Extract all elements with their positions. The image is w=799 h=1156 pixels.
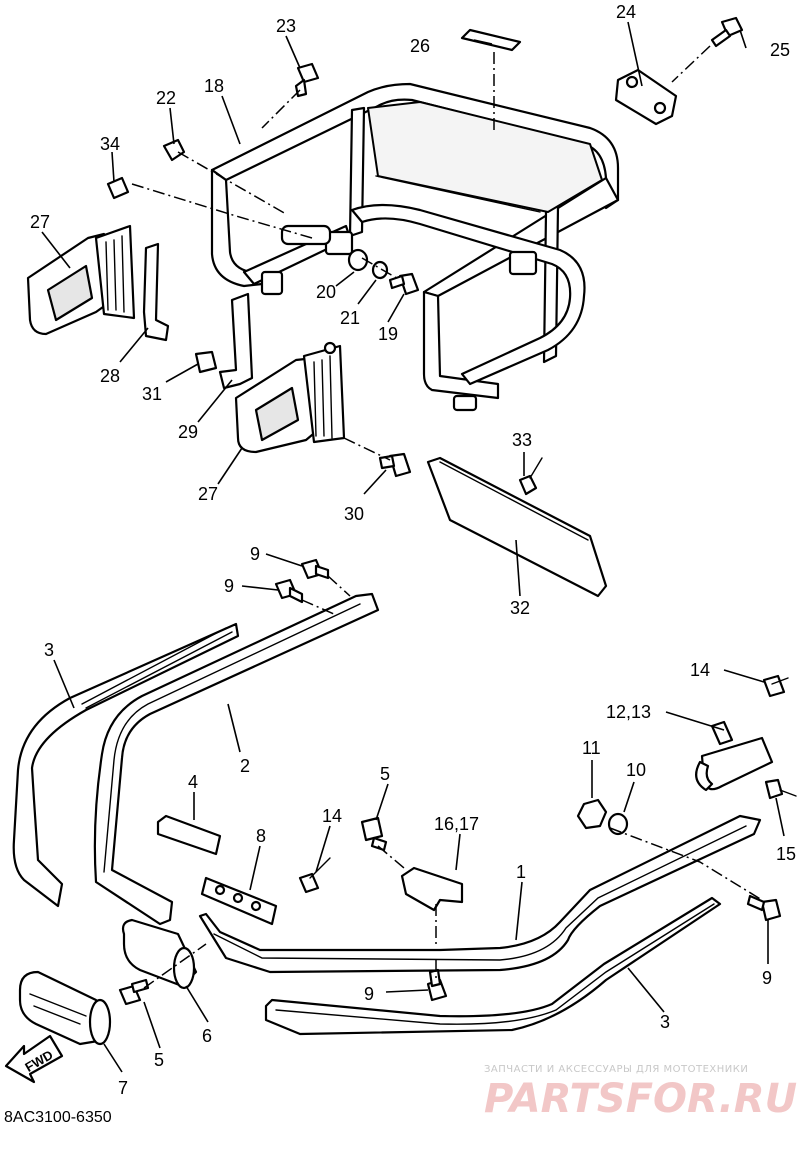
callout-28: 28	[100, 366, 120, 386]
watermark: ЗАПЧАСТИ И АКСЕССУАРЫ ДЛЯ МОТОТЕХНИКИ PA…	[484, 1064, 797, 1122]
callout-5-upper: 5	[380, 764, 390, 784]
diagram-code: 8AC3100-6350	[4, 1109, 112, 1126]
bolt-9-right	[746, 894, 782, 922]
bolt-5-upper	[360, 816, 388, 852]
callout-11: 11	[582, 738, 601, 758]
callout-3-left: 3	[44, 640, 54, 660]
callout-29: 29	[178, 422, 198, 442]
callout-12-13: 12,13	[606, 702, 651, 722]
callout-25: 25	[770, 40, 790, 60]
callout-27-left: 27	[30, 212, 50, 232]
callout-9-lower: 9	[364, 984, 374, 1004]
plate-8	[200, 876, 278, 926]
rivet-14-left	[298, 857, 331, 894]
rivet-33	[518, 457, 543, 496]
callout-7: 7	[118, 1078, 128, 1098]
bolt-5-lower	[118, 978, 150, 1006]
callout-15: 15	[776, 844, 796, 864]
callout-24: 24	[616, 2, 636, 22]
grip-6	[121, 918, 198, 990]
bolt-19	[388, 272, 420, 296]
callout-19: 19	[378, 324, 398, 344]
nut-11	[576, 798, 608, 830]
callout-10: 10	[626, 760, 646, 780]
bolt-9-upper-a	[300, 558, 330, 580]
panel-32	[426, 456, 608, 598]
callout-22: 22	[156, 88, 176, 108]
callout-21: 21	[340, 308, 360, 328]
basket-frame	[210, 82, 620, 412]
rubber-strip-3-bottom	[264, 896, 722, 1036]
callout-31: 31	[142, 384, 162, 404]
callout-numbers: 23 26 24 25 18 22 34 27 28 31 29 27 20 2…	[30, 2, 796, 1098]
callout-9-right: 9	[762, 968, 772, 988]
callout-27-right: 27	[198, 484, 218, 504]
callout-30: 30	[344, 504, 364, 524]
bracket-24	[614, 68, 678, 126]
assembly-lines	[131, 45, 763, 989]
watermark-tagline: ЗАПЧАСТИ И АКСЕССУАРЫ ДЛЯ МОТОТЕХНИКИ	[484, 1064, 748, 1075]
callout-2: 2	[240, 756, 250, 776]
collar-34	[106, 176, 130, 200]
bolt-15	[764, 778, 797, 800]
leader-lines	[41, 21, 785, 1073]
clamp-12-13	[695, 720, 774, 792]
callout-9-b: 9	[224, 576, 234, 596]
washer-21	[371, 260, 389, 280]
fwd-arrow-icon: FWD	[4, 1034, 64, 1084]
bolt-9-upper-b	[274, 578, 304, 604]
main-rail-1	[198, 814, 762, 974]
bolt-30	[378, 452, 412, 478]
callout-14-left: 14	[322, 806, 342, 826]
callout-23: 23	[276, 16, 296, 36]
callout-4: 4	[188, 772, 198, 792]
bracket-16-17	[400, 866, 464, 912]
callout-3-bottom: 3	[660, 1012, 670, 1032]
callout-26: 26	[410, 36, 430, 56]
callout-9-a: 9	[250, 544, 260, 564]
callout-18: 18	[204, 76, 224, 96]
side-reflector-27-right	[234, 341, 346, 454]
rivet-14-right	[762, 674, 789, 698]
callout-5-lower: 5	[154, 1050, 164, 1070]
stay-29	[218, 292, 254, 390]
washer-20	[347, 248, 369, 272]
callout-8: 8	[256, 826, 266, 846]
callout-34: 34	[100, 134, 120, 154]
callout-6: 6	[202, 1026, 212, 1046]
stay-28	[142, 242, 170, 342]
callout-16-17: 16,17	[434, 814, 479, 834]
watermark-logo: PARTSFOR.RU	[484, 1076, 797, 1122]
spacer-4	[156, 814, 222, 856]
side-reflector-27-left	[26, 224, 136, 336]
collar-31	[194, 350, 218, 374]
side-rail-2	[93, 592, 380, 926]
label-plate-26	[460, 28, 522, 52]
callout-20: 20	[316, 282, 336, 302]
callout-33: 33	[512, 430, 532, 450]
bolt-9-lower	[426, 968, 448, 1002]
bolt-25	[710, 16, 744, 48]
callout-14-right: 14	[690, 660, 710, 680]
grip-7	[18, 970, 112, 1046]
callout-1: 1	[516, 862, 526, 882]
callout-32: 32	[510, 598, 530, 618]
